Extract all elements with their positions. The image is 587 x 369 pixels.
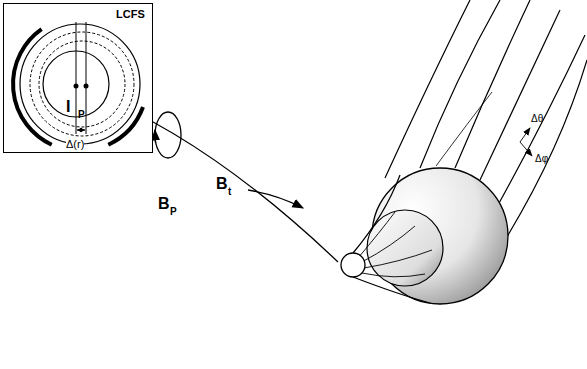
middle-flux-surface xyxy=(367,210,443,286)
center-dot xyxy=(74,84,79,89)
field-lines xyxy=(358,212,432,277)
magnetic-axis-tube xyxy=(341,253,365,277)
flux-surface xyxy=(30,32,134,136)
dphi-arrow xyxy=(520,142,532,156)
poloidal-field-loop xyxy=(155,112,181,158)
flux-surface xyxy=(39,41,125,127)
field-symbol: B xyxy=(158,196,170,212)
cross-section-sketch xyxy=(4,4,152,152)
dtheta-arrow xyxy=(520,128,530,142)
current-symbol: I xyxy=(66,99,70,115)
poloidal-field-arrow xyxy=(154,130,156,143)
toroidal-field-arrow xyxy=(248,190,303,208)
surface-label: LCFS xyxy=(116,9,145,20)
inset-box: LCFS Δ(r) xyxy=(3,3,153,153)
angle-label: Δφ xyxy=(535,154,548,164)
center-line xyxy=(86,22,87,134)
current-subscript: P xyxy=(78,110,85,120)
center-dot xyxy=(84,84,89,89)
center-line xyxy=(76,22,77,134)
shift-arrow xyxy=(77,130,85,131)
field-subscript: t xyxy=(228,187,231,197)
field-symbol: B xyxy=(216,176,228,192)
limiter-arc xyxy=(13,29,52,145)
angle-label: Δθ xyxy=(531,114,543,124)
lcfs-circle xyxy=(20,24,140,144)
field-subscript: P xyxy=(170,207,177,217)
shift-label: Δ(r) xyxy=(66,139,84,150)
